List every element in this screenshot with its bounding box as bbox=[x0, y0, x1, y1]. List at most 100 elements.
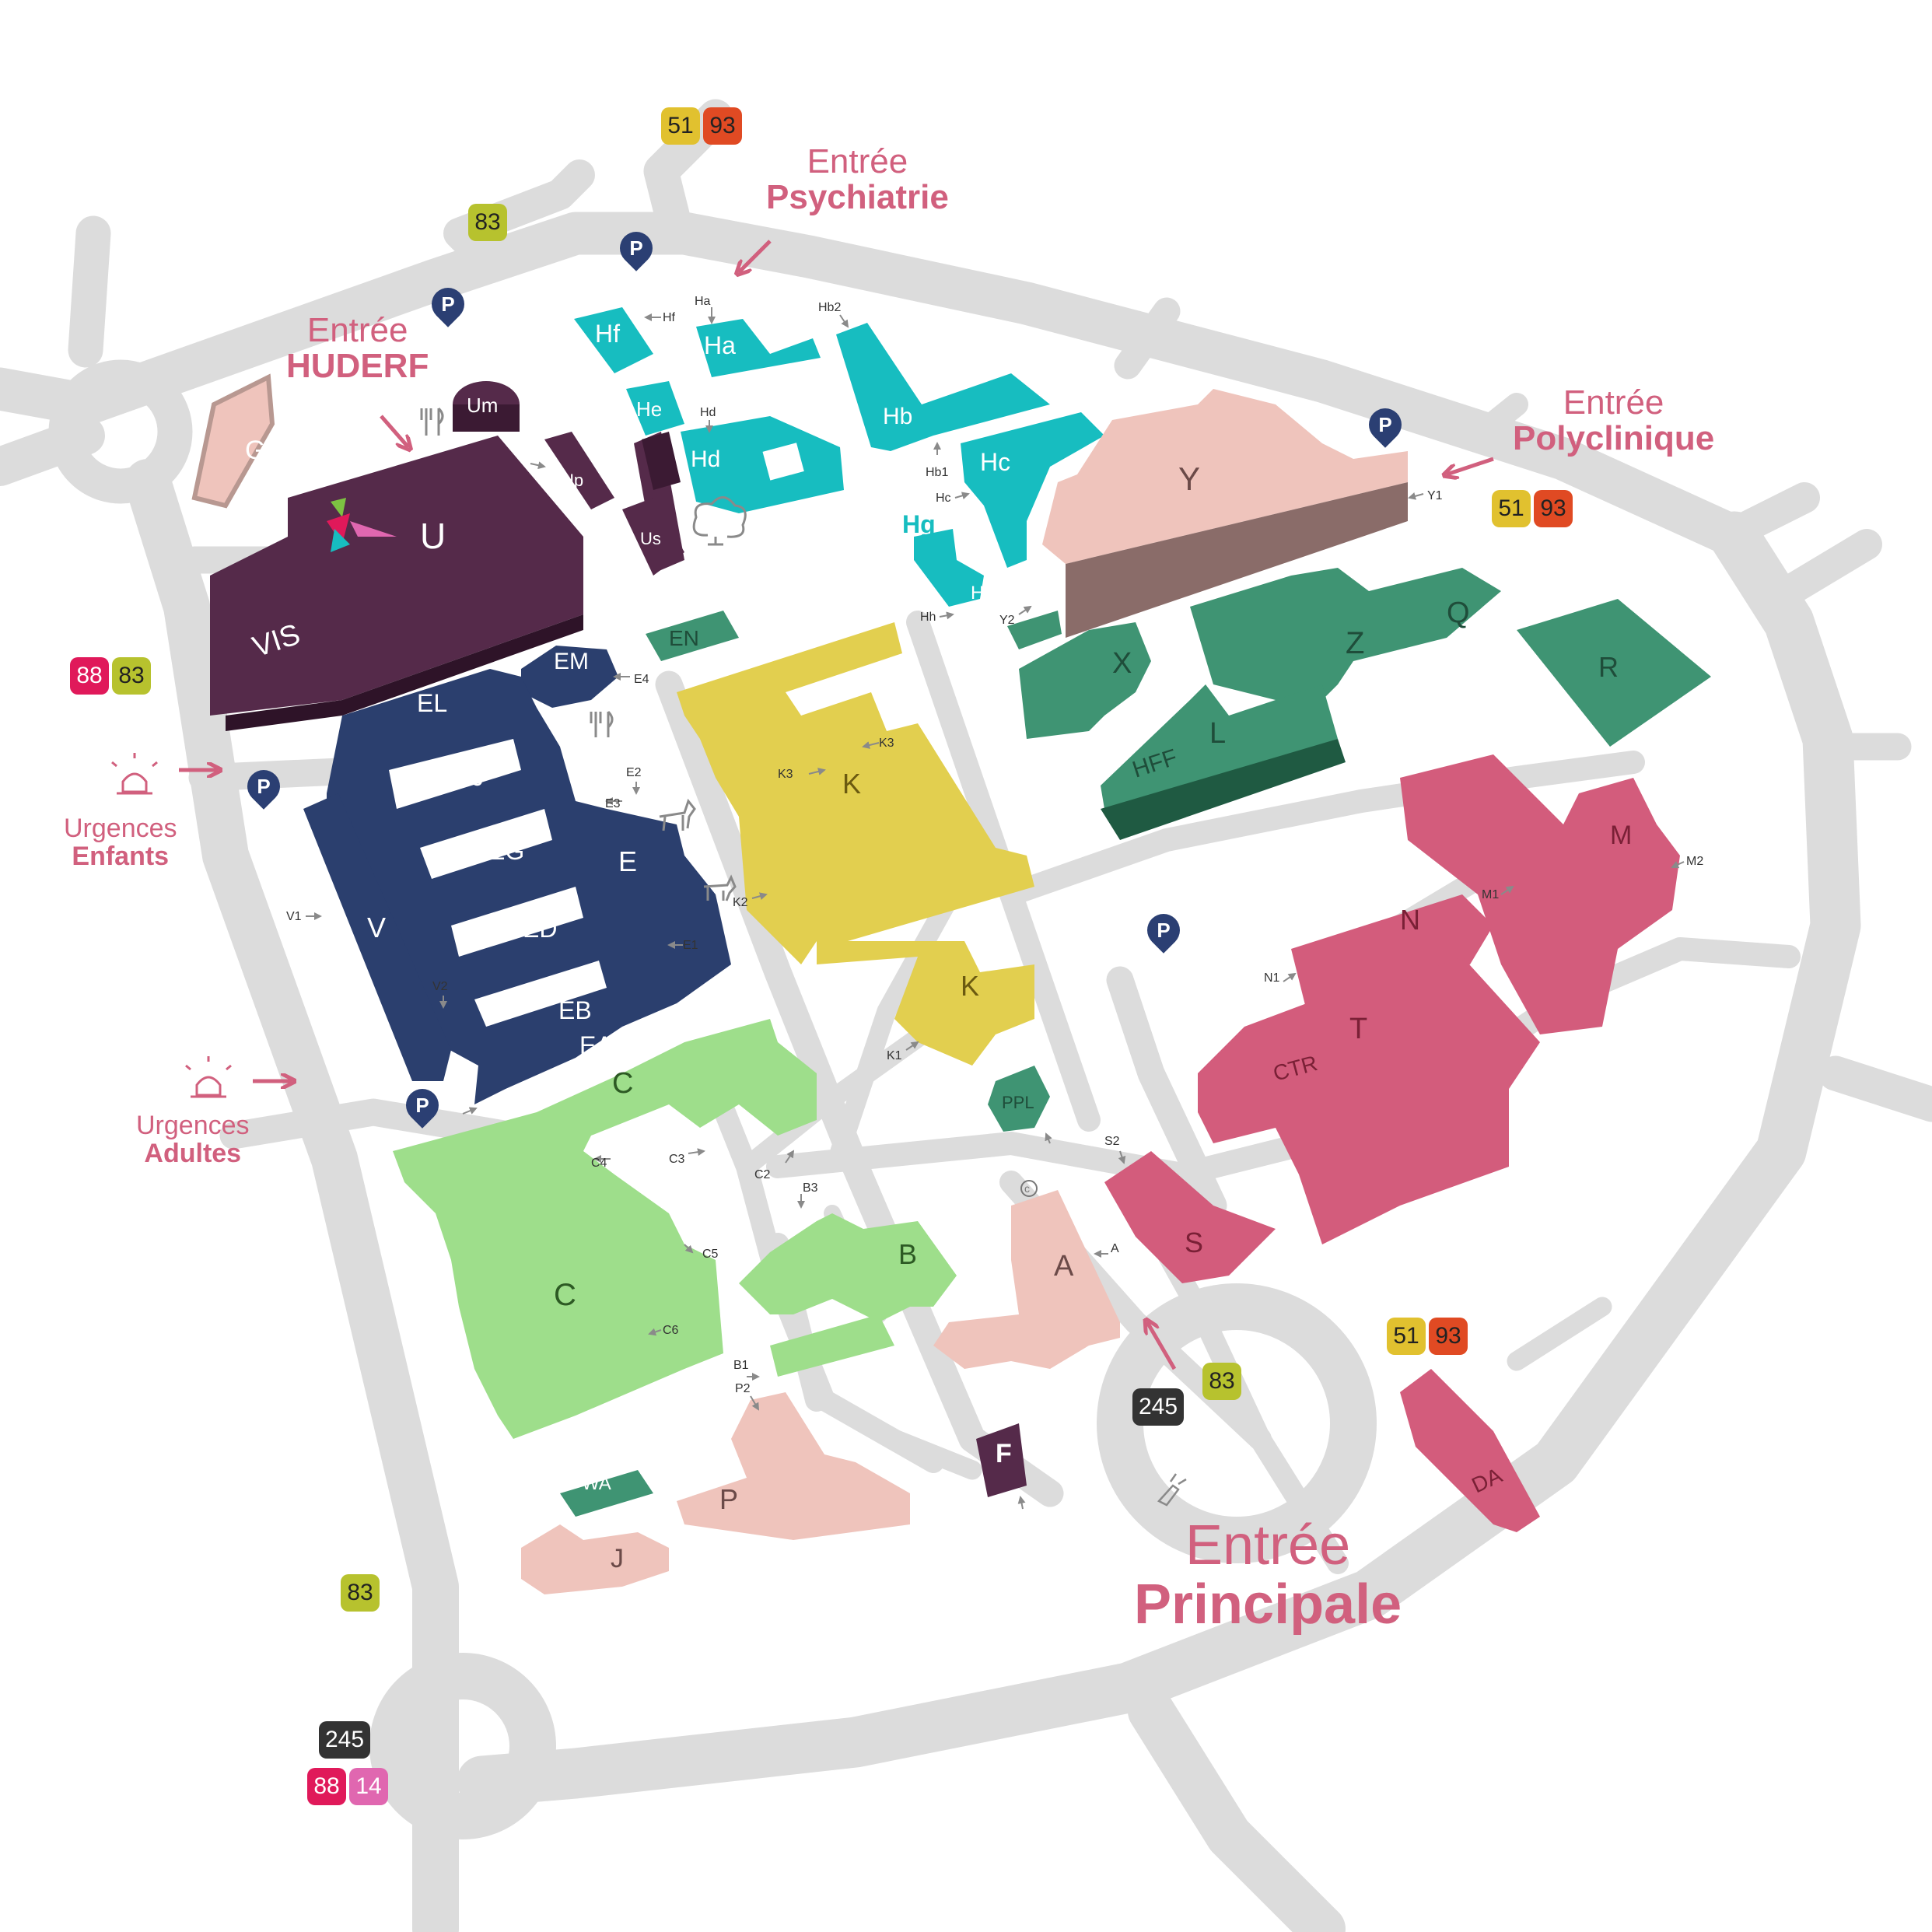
bus-stop[interactable]: 83 bbox=[341, 1574, 380, 1612]
building-r[interactable]: R bbox=[1598, 651, 1619, 683]
parking-marker[interactable]: P bbox=[1362, 401, 1409, 448]
entry-b1[interactable]: B1 bbox=[733, 1359, 749, 1372]
building-em[interactable]: EM bbox=[554, 649, 589, 674]
entrance-huderf[interactable]: Entrée HUDERF bbox=[286, 312, 429, 384]
building-k-top[interactable]: K bbox=[842, 768, 861, 800]
entry-hd[interactable]: Hd bbox=[700, 406, 716, 419]
entry-y1[interactable]: Y1 bbox=[1427, 489, 1443, 502]
parking-marker[interactable]: P bbox=[613, 225, 660, 271]
entrance-polyclinique[interactable]: Entrée Polyclinique bbox=[1513, 384, 1714, 457]
building-hf[interactable]: Hf bbox=[595, 320, 620, 348]
building-v[interactable]: V bbox=[367, 912, 386, 943]
bus-stop[interactable]: 245 bbox=[319, 1721, 371, 1759]
entry-e2[interactable]: E2 bbox=[626, 766, 642, 779]
entry-v1[interactable]: V1 bbox=[286, 910, 302, 923]
building-t[interactable]: T bbox=[1349, 1013, 1367, 1045]
bus-stop[interactable]: 51 93 bbox=[661, 107, 742, 145]
entry-s2[interactable]: S2 bbox=[1104, 1135, 1120, 1148]
building-hh[interactable]: Hh bbox=[971, 583, 995, 604]
building-ed[interactable]: ED bbox=[523, 915, 557, 943]
entrance-urgences-adultes[interactable]: Urgences Adultes bbox=[136, 1111, 250, 1167]
building-ppl[interactable]: PPL bbox=[1002, 1093, 1034, 1112]
entry-k1[interactable]: K1 bbox=[887, 1049, 902, 1062]
building-l[interactable]: L bbox=[1209, 717, 1226, 750]
building-en[interactable]: EN bbox=[669, 626, 699, 650]
entry-b3[interactable]: B3 bbox=[803, 1181, 818, 1195]
building-x[interactable]: X bbox=[1112, 647, 1132, 680]
building-q[interactable]: Q bbox=[1447, 597, 1470, 629]
entry-hf[interactable]: Hf bbox=[663, 311, 676, 324]
entry-c2[interactable]: C2 bbox=[754, 1168, 771, 1181]
building-f[interactable]: F bbox=[996, 1439, 1012, 1468]
entry-hb2[interactable]: Hb2 bbox=[818, 301, 841, 314]
bus-stop[interactable]: 83 bbox=[1202, 1363, 1241, 1400]
building-e[interactable]: E bbox=[618, 845, 637, 877]
parking-marker[interactable]: P bbox=[425, 281, 471, 327]
building-up[interactable]: Up bbox=[562, 471, 583, 490]
entry-m1[interactable]: M1 bbox=[1482, 888, 1499, 901]
building-b[interactable]: B bbox=[898, 1238, 917, 1270]
building-hg[interactable]: Hg bbox=[902, 510, 936, 538]
bus-stop[interactable]: 88 83 bbox=[70, 657, 151, 695]
building-y[interactable]: Y bbox=[1178, 460, 1200, 497]
building-us[interactable]: Us bbox=[640, 529, 661, 548]
entrance-principale[interactable]: Entrée Principale bbox=[1134, 1516, 1402, 1634]
bus-stop[interactable]: 51 93 bbox=[1492, 490, 1573, 527]
entry-c4[interactable]: C4 bbox=[591, 1157, 607, 1170]
building-he[interactable]: He bbox=[636, 397, 662, 421]
building-m[interactable]: M bbox=[1610, 821, 1632, 850]
entry-a[interactable]: A bbox=[1111, 1242, 1119, 1255]
parking-marker[interactable]: P bbox=[1140, 907, 1187, 954]
entrance-psychiatrie[interactable]: Entrée Psychiatrie bbox=[766, 143, 949, 215]
building-eb[interactable]: EB bbox=[558, 996, 592, 1024]
building-p[interactable]: P bbox=[719, 1483, 738, 1515]
building-hd[interactable]: Hd bbox=[691, 446, 720, 472]
building-wa[interactable]: WA bbox=[582, 1473, 611, 1494]
entry-c6[interactable]: C6 bbox=[663, 1324, 679, 1337]
entry-c3[interactable]: C3 bbox=[669, 1153, 685, 1166]
entry-hb1[interactable]: Hb1 bbox=[926, 466, 948, 479]
building-el[interactable]: EL bbox=[417, 689, 447, 717]
entry-k2[interactable]: K2 bbox=[733, 896, 748, 909]
entry-y2[interactable]: Y2 bbox=[999, 614, 1015, 627]
entry-k3a[interactable]: K3 bbox=[778, 768, 793, 781]
parking-marker-label: P bbox=[257, 774, 271, 798]
entry-e1[interactable]: E1 bbox=[683, 939, 698, 952]
bus-stop[interactable]: 51 93 bbox=[1387, 1318, 1468, 1355]
entry-m2[interactable]: M2 bbox=[1686, 855, 1703, 868]
bus-stop[interactable]: 83 bbox=[468, 204, 507, 241]
building-hc[interactable]: Hc bbox=[980, 448, 1010, 476]
building-j[interactable]: J bbox=[611, 1544, 624, 1573]
bus-stop[interactable]: 88 14 bbox=[307, 1768, 388, 1805]
entrance-urgences-enfants[interactable]: Urgences Enfants bbox=[64, 814, 177, 870]
entry-k3b[interactable]: K3 bbox=[879, 737, 894, 750]
building-n[interactable]: N bbox=[1400, 904, 1420, 936]
building-eg[interactable]: EG bbox=[488, 837, 524, 865]
entry-hc[interactable]: Hc bbox=[936, 492, 951, 505]
parking-marker[interactable]: P bbox=[399, 1082, 446, 1129]
entry-ha[interactable]: Ha bbox=[695, 295, 711, 308]
building-c-top[interactable]: C bbox=[612, 1067, 633, 1100]
building-group-maroon: G Um U Up Us VIS F bbox=[191, 373, 1027, 1497]
building-s[interactable]: S bbox=[1185, 1227, 1203, 1258]
building-ej[interactable]: EJ bbox=[455, 763, 484, 791]
building-um[interactable]: Um bbox=[467, 394, 498, 417]
entry-v2[interactable]: V2 bbox=[432, 980, 448, 993]
building-c-main[interactable]: C bbox=[554, 1278, 576, 1312]
building-a[interactable]: A bbox=[1054, 1250, 1074, 1283]
building-k-bottom[interactable]: K bbox=[961, 970, 979, 1002]
building-z[interactable]: Z bbox=[1346, 626, 1364, 660]
entry-n1[interactable]: N1 bbox=[1264, 971, 1280, 985]
building-hb[interactable]: Hb bbox=[883, 404, 912, 429]
parking-marker[interactable]: P bbox=[240, 763, 287, 810]
entry-p2[interactable]: P2 bbox=[735, 1382, 751, 1395]
entry-c5[interactable]: C5 bbox=[702, 1248, 719, 1261]
bus-stop[interactable]: 245 bbox=[1132, 1388, 1185, 1426]
entry-e3[interactable]: E3 bbox=[605, 797, 621, 810]
entry-e4[interactable]: E4 bbox=[634, 673, 649, 686]
building-ha[interactable]: Ha bbox=[704, 331, 736, 359]
building-u[interactable]: U bbox=[420, 516, 446, 556]
building-g[interactable]: G bbox=[245, 436, 265, 465]
building-ea[interactable]: EA bbox=[579, 1031, 613, 1059]
entry-hh[interactable]: Hh bbox=[920, 611, 936, 624]
